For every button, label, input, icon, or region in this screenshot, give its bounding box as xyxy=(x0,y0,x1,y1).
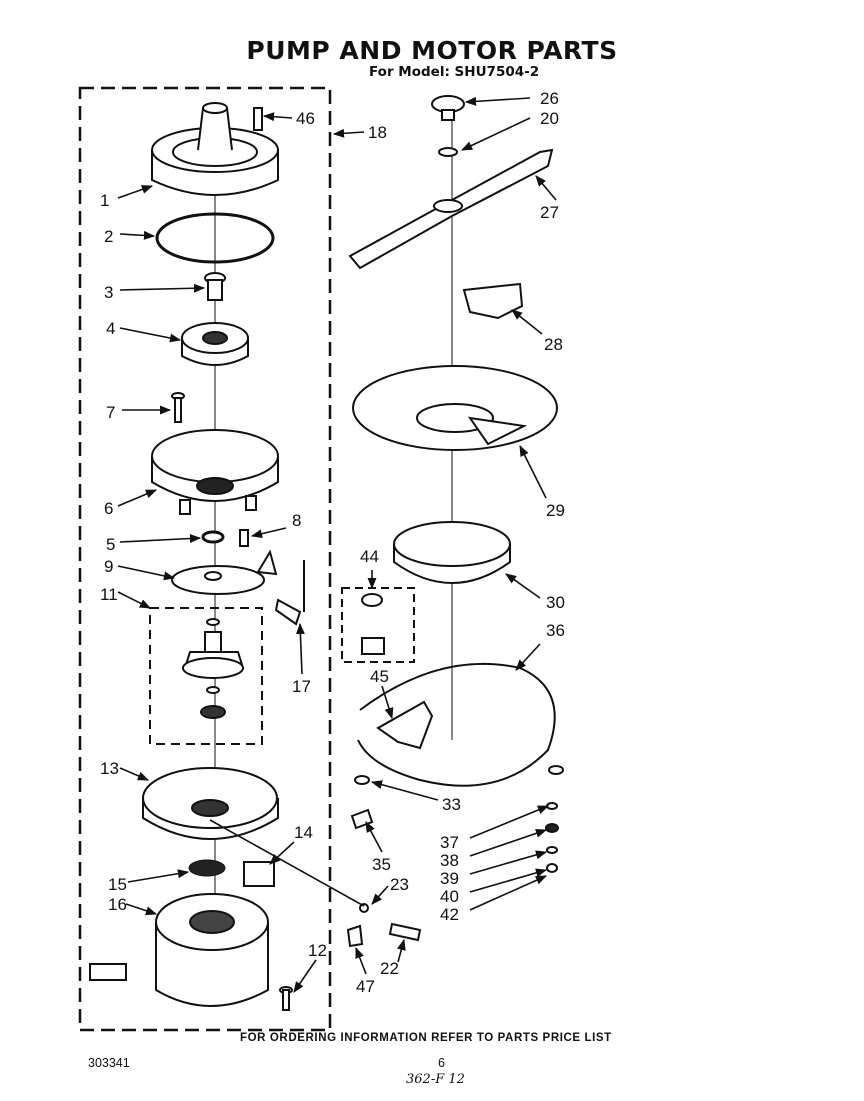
callout-2: 2 xyxy=(104,227,113,246)
part-motor xyxy=(89,893,269,1007)
callout-47: 47 xyxy=(356,977,375,996)
part-impeller xyxy=(182,618,245,719)
part-heater-element xyxy=(357,662,556,787)
callout-9: 9 xyxy=(104,557,113,576)
page-title: PUMP AND MOTOR PARTS xyxy=(246,36,618,65)
part-hardware-stack xyxy=(545,765,564,873)
callout-26: 26 xyxy=(540,89,559,108)
callout-12: 12 xyxy=(308,941,327,960)
callout-29: 29 xyxy=(546,501,565,520)
pump-assembly-dashed-box xyxy=(78,86,332,1032)
callout-1: 1 xyxy=(100,191,109,210)
part-probe xyxy=(274,560,305,626)
callout-23: 23 xyxy=(390,875,409,894)
leader-lines xyxy=(117,96,557,993)
part-cap xyxy=(431,95,465,121)
callout-46: 46 xyxy=(296,109,315,128)
callout-16: 16 xyxy=(108,895,127,914)
callout-14: 14 xyxy=(294,823,313,842)
part-washer-15 xyxy=(188,859,226,877)
callout-42: 42 xyxy=(440,905,459,924)
callout-44: 44 xyxy=(360,547,379,566)
part-screw-8 xyxy=(239,529,249,547)
thermostat-dashed-box xyxy=(341,587,415,663)
part-deflector xyxy=(462,282,524,320)
callout-3: 3 xyxy=(104,283,113,302)
callout-5: 5 xyxy=(106,535,115,554)
callout-22: 22 xyxy=(380,959,399,978)
part-filter-screen xyxy=(352,365,558,451)
callout-38: 38 xyxy=(440,851,459,870)
callout-7: 7 xyxy=(106,403,115,422)
part-bolt-12 xyxy=(279,986,293,1011)
callout-37: 37 xyxy=(440,833,459,852)
callout-39: 39 xyxy=(440,869,459,888)
callout-4: 4 xyxy=(106,319,115,338)
callout-45: 45 xyxy=(370,667,389,686)
part-valve-22 xyxy=(388,922,422,942)
part-seal xyxy=(201,530,225,544)
callout-11: 11 xyxy=(100,585,118,604)
ordering-info-note: FOR ORDERING INFORMATION REFER TO PARTS … xyxy=(240,1032,612,1044)
callout-28: 28 xyxy=(544,335,563,354)
model-subtitle: For Model: SHU7504-2 xyxy=(369,64,540,80)
page-number: 6 xyxy=(438,1056,445,1070)
part-bracket xyxy=(376,700,434,750)
callout-17: 17 xyxy=(292,677,311,696)
part-ball-23 xyxy=(359,903,369,913)
callout-33: 33 xyxy=(442,795,461,814)
handwritten-mark: 362-F 12 xyxy=(406,1072,465,1087)
part-clip-35 xyxy=(350,808,374,830)
part-thermostat xyxy=(361,593,385,655)
part-pump-cover xyxy=(151,102,279,196)
callout-18: 18 xyxy=(368,123,387,142)
callout-27: 27 xyxy=(540,203,559,222)
callout-36: 36 xyxy=(546,621,565,640)
part-wash-impeller xyxy=(181,322,249,366)
part-pump-base xyxy=(151,429,279,515)
part-nut-20 xyxy=(438,147,458,157)
impeller-assembly-dashed-box xyxy=(149,607,263,745)
callout-8: 8 xyxy=(292,511,301,530)
part-washer-33 xyxy=(354,775,370,785)
part-clip-47 xyxy=(346,924,364,948)
callout-13: 13 xyxy=(100,759,119,778)
callout-15: 15 xyxy=(108,875,127,894)
callout-35: 35 xyxy=(372,855,391,874)
part-screw-7 xyxy=(171,392,185,423)
callout-40: 40 xyxy=(440,887,459,906)
document-number: 303341 xyxy=(88,1056,130,1070)
part-o-ring xyxy=(155,212,275,264)
part-plate xyxy=(171,549,278,595)
part-capacitor xyxy=(243,861,275,887)
part-motor-mount xyxy=(142,767,279,840)
part-fitting xyxy=(204,272,226,301)
part-spray-arm xyxy=(348,148,554,270)
callout-6: 6 xyxy=(104,499,113,518)
callout-20: 20 xyxy=(540,109,559,128)
callout-30: 30 xyxy=(546,593,565,612)
part-filter-ring xyxy=(393,521,511,584)
